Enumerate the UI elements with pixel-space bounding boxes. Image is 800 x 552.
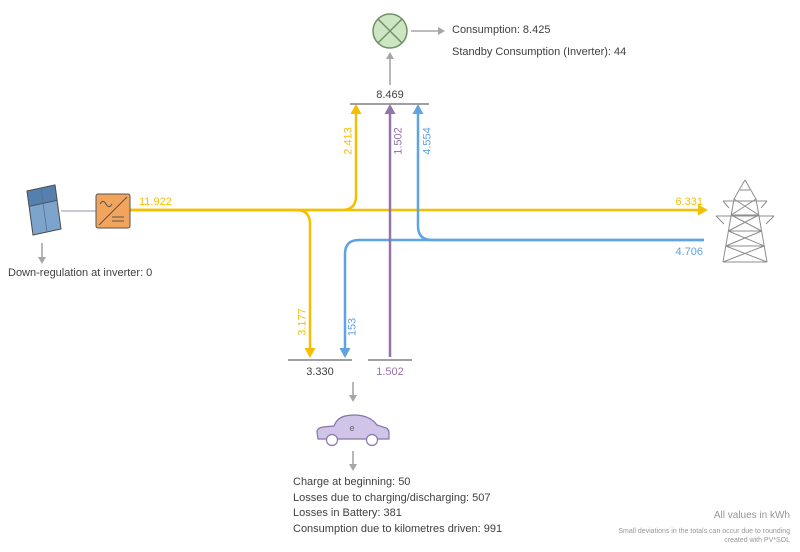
ev-e-label: e	[349, 423, 354, 433]
arrowhead-pv-to-grid	[698, 204, 708, 216]
flow-pv-to-consumption	[130, 114, 358, 212]
arrowhead-pv-downregulation	[38, 257, 46, 264]
ev-details-block: Charge at beginning: 50 Losses due to ch…	[293, 475, 502, 537]
sum-bars	[288, 103, 429, 361]
ev-detail-charging-losses: Losses due to charging/discharging: 507	[293, 491, 491, 504]
arrowhead-bar-to-circle	[386, 52, 394, 59]
power-pylon-icon	[715, 179, 775, 263]
pv-to-ev-label: 3.177	[296, 308, 309, 336]
grid-to-ev-label: 153	[346, 317, 359, 337]
arrowhead-pv-to-ev	[304, 348, 316, 358]
pv-panel-icon	[26, 184, 62, 236]
ev-detail-charge-beginning: Charge at beginning: 50	[293, 476, 411, 488]
arrowhead-grid-to-ev	[339, 348, 351, 358]
electric-car-icon: e	[316, 414, 390, 447]
grid-purchase-label: 4.706	[675, 246, 703, 258]
arrowhead-grid-to-consumption	[412, 104, 424, 114]
consumption-text: Consumption: 8.425	[452, 24, 551, 36]
ev-discharge-total-label: 1.502	[376, 366, 404, 378]
inverter-icon	[95, 193, 131, 229]
flow-grid-to-consumption	[416, 114, 704, 242]
arrowhead-pv-to-consumption	[350, 104, 362, 114]
grid-to-consumption-label: 4.554	[421, 127, 434, 155]
downregulation-text: Down-regulation at inverter: 0	[8, 267, 153, 279]
battery-to-consumption-label: 1.502	[392, 127, 405, 155]
footer-units-note: All values in kWh	[713, 510, 790, 521]
footer-rounding-note: Small deviations in the totals can occur…	[618, 528, 790, 535]
pv-to-consumption-label: 2.413	[342, 127, 355, 155]
arrowhead-circle-to-text	[438, 27, 445, 35]
footer-created-with-note: created with PV*SOL	[724, 537, 790, 544]
consumption-circle-x-icon	[372, 13, 408, 49]
arrowhead-bars-to-car	[349, 395, 357, 402]
pv-production-label: 11.922	[139, 196, 172, 208]
flow-grid-to-ev	[343, 238, 704, 348]
battery-flow-lines	[384, 104, 396, 357]
pv-flow-lines	[130, 104, 708, 358]
ev-detail-battery-losses: Losses in Battery: 381	[293, 507, 402, 519]
ev-detail-km-consumption: Consumption due to kilometres driven: 99…	[293, 522, 503, 535]
arrowhead-car-to-details	[349, 464, 357, 471]
grid-flow-lines	[339, 104, 704, 358]
gray-arrows	[38, 27, 445, 471]
flow-pv-to-ev	[130, 208, 312, 348]
grid-feedin-label: 6.331	[675, 196, 703, 208]
ev-charge-total-label: 3.330	[306, 366, 334, 378]
consumption-total-label: 8.469	[376, 89, 404, 101]
arrowhead-ev-to-consumption	[384, 104, 396, 114]
standby-consumption-text: Standby Consumption (Inverter): 44	[452, 46, 627, 58]
